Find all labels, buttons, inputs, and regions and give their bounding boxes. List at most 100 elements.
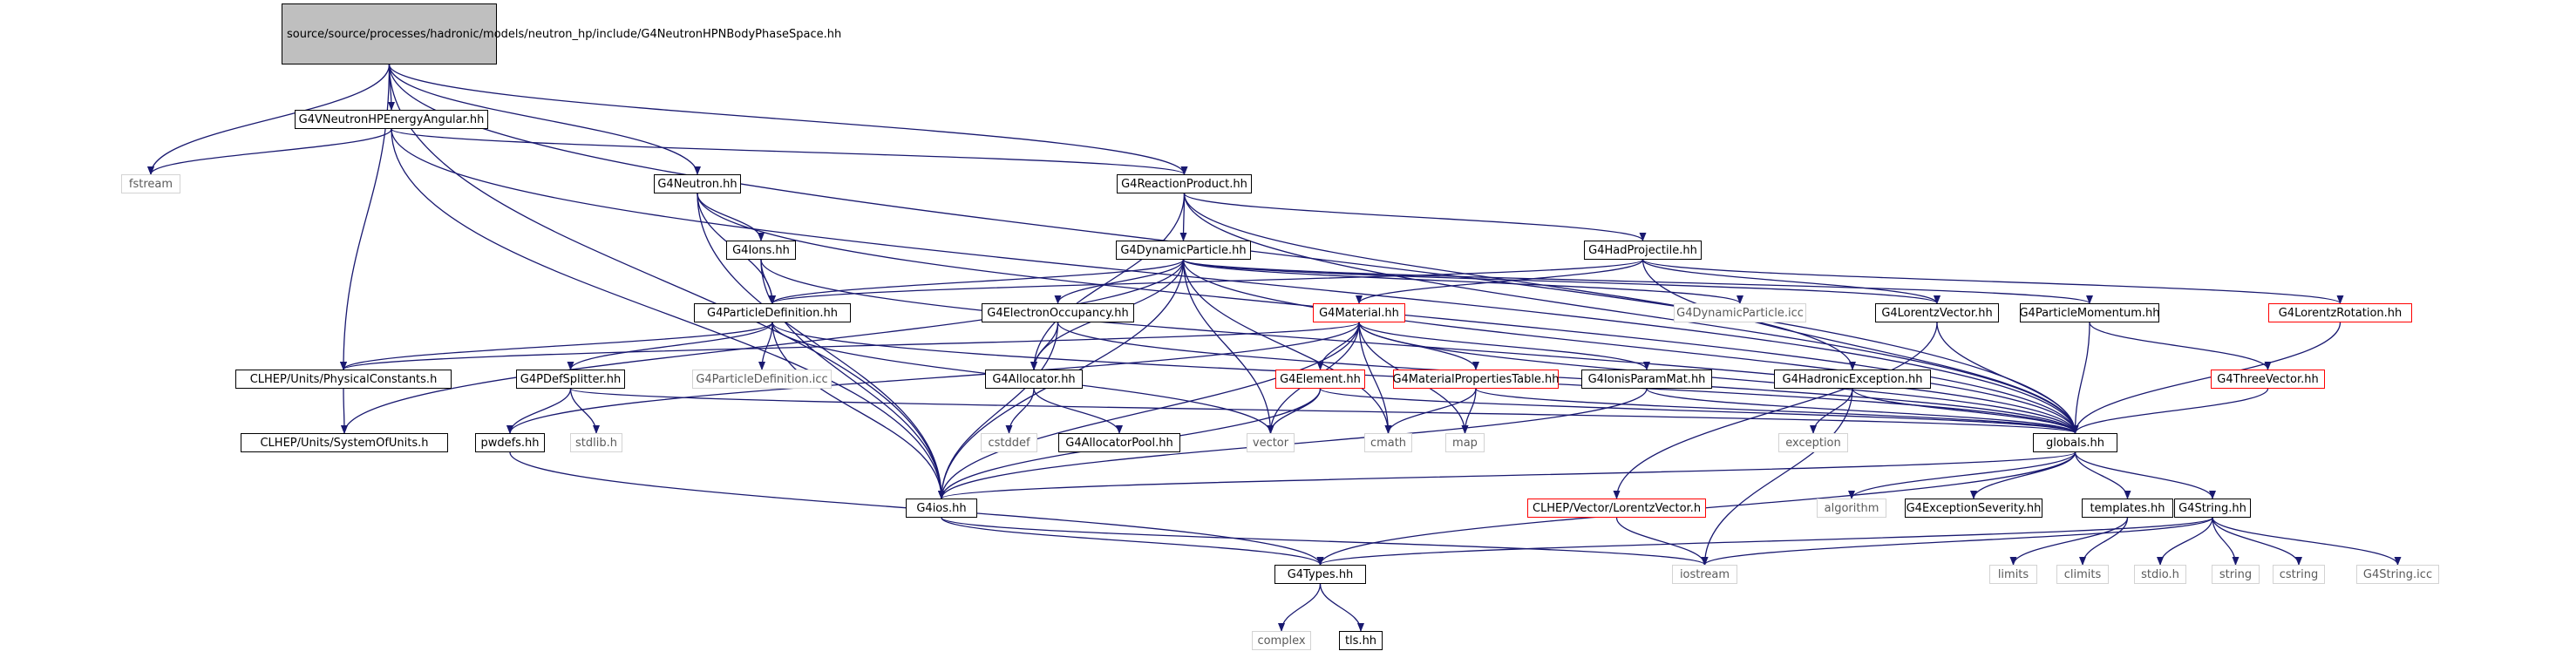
edge-material-to-cmath [1358,322,1392,434]
node-hadronic-exception[interactable]: G4HadronicException.hh [1774,370,1931,389]
node-particle-momentum[interactable]: G4ParticleMomentum.hh [2019,303,2160,322]
edge-root-to-reactionProduct [388,64,1188,175]
edge-pdefSplitter-to-pwdefs [506,388,572,434]
node-allocator-pool[interactable]: G4AllocatorPool.hh [1058,433,1180,452]
node-fstream: fstream [121,174,180,193]
node-system-of-units[interactable]: CLHEP/Units/SystemOfUnits.h [241,433,448,452]
node-physical-constants[interactable]: CLHEP/Units/PhysicalConstants.h [235,370,452,389]
node-pwdefs[interactable]: pwdefs.hh [475,433,545,452]
edge-dynamicParticle-to-globals [1182,259,2079,434]
edge-energyAngular-to-reactionProduct [391,128,1188,175]
node-exception-severity[interactable]: G4ExceptionSeverity.hh [1905,499,2042,518]
node-iostream: iostream [1672,565,1737,584]
edge-dynamicParticle-to-systemOfUnits [341,259,1185,434]
node-pdef-splitter[interactable]: G4PDefSplitter.hh [516,370,625,389]
node-ios[interactable]: G4ios.hh [906,499,977,518]
edge-globals-to-ios [938,451,2076,499]
edge-templates-to-climits [2079,517,2129,566]
node-globals[interactable]: globals.hh [2033,433,2117,452]
edge-g4string-to-iostream [1701,517,2213,566]
edge-ios-to-types [941,517,1324,566]
node-stdlib: stdlib.h [570,433,622,452]
edge-root-to-neutron [388,64,701,175]
node-allocator[interactable]: G4Allocator.hh [985,370,1083,389]
edge-physicalConstants-to-systemOfUnits [340,388,348,434]
node-exception: exception [1778,433,1848,452]
node-cstring: cstring [2273,565,2325,584]
edge-material-to-globals [1358,322,2079,434]
node-particle-definition-icc: G4ParticleDefinition.icc [692,370,832,389]
node-had-projectile[interactable]: G4HadProjectile.hh [1584,241,1702,260]
edge-electronOccupancy-to-globals [1057,322,2079,434]
edge-dynamicParticle-to-particleDefinition [769,259,1185,304]
node-tls[interactable]: tls.hh [1339,631,1383,650]
edge-reactionProduct-to-hadronicException [1183,193,1856,370]
edge-hadProjectile-to-lorentzVector [1641,259,1940,304]
edge-g4string-to-cstring [2212,517,2302,566]
node-g4string[interactable]: G4String.hh [2174,499,2251,518]
node-material[interactable]: G4Material.hh [1313,303,1405,322]
edge-ios-to-iostream [941,517,1709,566]
edge-material-to-pwdefs [506,322,1360,434]
edge-root-to-ios [388,64,945,499]
edge-electronOccupancy-to-ios [938,322,1059,499]
edge-energyAngular-to-ios [391,128,945,499]
edge-hadProjectile-to-globals [1641,259,2079,434]
node-electron-occupancy[interactable]: G4ElectronOccupancy.hh [982,303,1134,322]
node-lorentz-rotation[interactable]: G4LorentzRotation.hh [2268,303,2412,322]
edge-hadronicException-to-iostream [1701,388,1853,566]
node-neutron[interactable]: G4Neutron.hh [654,174,741,193]
node-ions[interactable]: G4Ions.hh [726,241,796,260]
node-types[interactable]: G4Types.hh [1274,565,1366,584]
node-ionis-param-mat[interactable]: G4IonisParamMat.hh [1581,370,1712,389]
edge-g4string-to-g4stringIcc [2212,517,2402,566]
node-cstddef: cstddef [981,433,1037,452]
edge-dynamicParticle-to-electronOccupancy [1054,259,1185,304]
edge-globals-to-g4string [2074,451,2216,499]
edge-hadProjectile-to-material [1356,259,1644,304]
node-clhep-lorentz-vector[interactable]: CLHEP/Vector/LorentzVector.h [1527,499,1706,518]
edge-hadProjectile-to-lorentzRotation [1641,259,2344,304]
node-particle-definition[interactable]: G4ParticleDefinition.hh [694,303,851,322]
edge-hadProjectile-to-particleDefinition [769,259,1644,304]
node-templates[interactable]: templates.hh [2082,499,2173,518]
node-dynamic-particle[interactable]: G4DynamicParticle.hh [1116,241,1251,260]
node-element[interactable]: G4Element.hh [1275,370,1365,389]
node-lorentz-vector[interactable]: G4LorentzVector.hh [1875,303,1999,322]
edge-reactionProduct-to-globals [1183,193,2079,434]
edge-hadronicException-to-globals [1852,388,2079,434]
edge-neutron-to-ions [697,193,765,241]
node-string: string [2212,565,2260,584]
node-stdio: stdio.h [2134,565,2186,584]
edge-material-to-ios [938,322,1360,499]
edge-hadronicException-to-exception [1810,388,1853,434]
edge-materialPropertiesTable-to-cmath [1384,388,1477,434]
edge-particleMomentum-to-globals [2071,322,2090,434]
edge-types-to-complex [1278,583,1322,632]
edge-allocator-to-allocatorPool [1033,388,1123,434]
edge-lorentzRotation-to-globals [2071,322,2342,434]
node-map: map [1445,433,1485,452]
edge-dynamicParticle-to-lorentzVector [1182,259,1940,304]
node-cmath: cmath [1364,433,1412,452]
node-three-vector[interactable]: G4ThreeVector.hh [2211,370,2325,389]
edge-particleDefinition-to-pdefSplitter [567,322,773,370]
node-dynamic-particle-icc: G4DynamicParticle.icc [1674,303,1806,322]
edge-material-to-ionisParamMat [1358,322,1650,370]
edge-particleDefinition-to-physicalConstants [340,322,773,370]
node-reaction-product[interactable]: G4ReactionProduct.hh [1117,174,1252,193]
node-root[interactable]: source/source/processes/hadronic/models/… [282,3,841,64]
edge-ionisParamMat-to-globals [1646,388,2079,434]
edge-pdefSplitter-to-globals [569,388,2078,434]
edge-dynamicParticle-to-particleMomentum [1182,259,2093,304]
edge-g4string-to-string [2212,517,2240,566]
edge-materialPropertiesTable-to-map [1461,388,1477,434]
edge-material-to-physicalConstants [340,322,1360,370]
node-vector: vector [1247,433,1295,452]
edge-reactionProduct-to-hadProjectile [1183,193,1647,241]
edge-element-to-globals [1319,388,2079,434]
node-energy-angular[interactable]: G4VNeutronHPEnergyAngular.hh [295,110,488,129]
edge-reactionProduct-to-allocator [1030,193,1186,370]
edge-neutron-to-ios [697,193,945,499]
node-material-properties-table[interactable]: G4MaterialPropertiesTable.hh [1392,370,1560,389]
